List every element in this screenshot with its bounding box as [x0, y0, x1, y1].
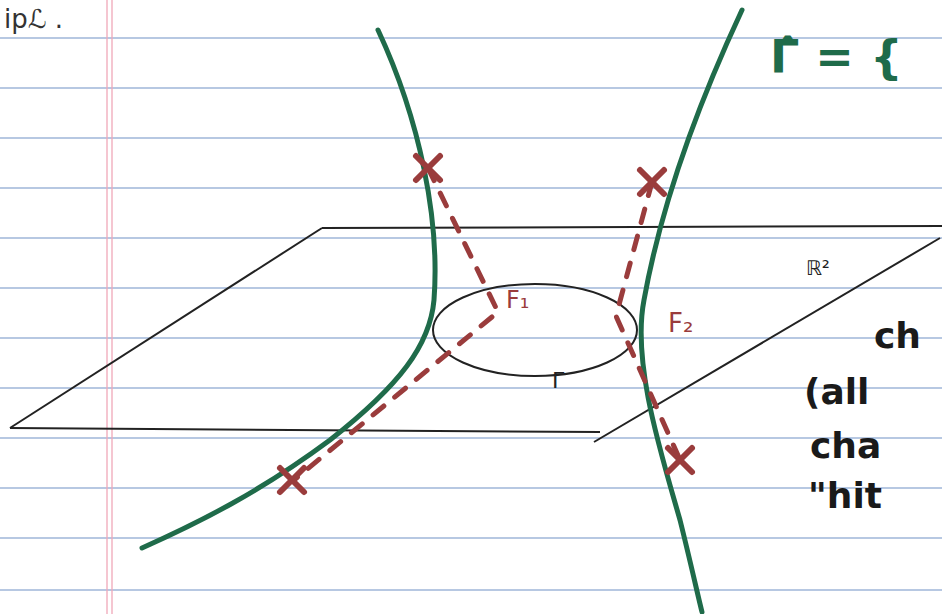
focus-label: F₁	[506, 288, 529, 312]
focal-rays	[294, 168, 680, 480]
plane-label: ℝ²	[806, 258, 830, 278]
plane-outline	[10, 226, 942, 442]
ruled-lines	[0, 38, 942, 590]
set-definition: Γ̂ = {	[770, 34, 903, 80]
note-text: (all	[804, 374, 869, 410]
curve-gamma	[433, 284, 637, 376]
curve-label: Γ	[552, 370, 564, 392]
margin-line	[107, 0, 112, 614]
focus-label: F₂	[668, 310, 693, 336]
page-note: ipℒ .	[4, 6, 63, 32]
note-text: ch	[874, 318, 921, 354]
note-text: "hit	[808, 478, 882, 514]
note-text: cha	[810, 428, 881, 464]
cross-marks	[280, 156, 692, 492]
hyperbola-branches	[142, 10, 742, 612]
